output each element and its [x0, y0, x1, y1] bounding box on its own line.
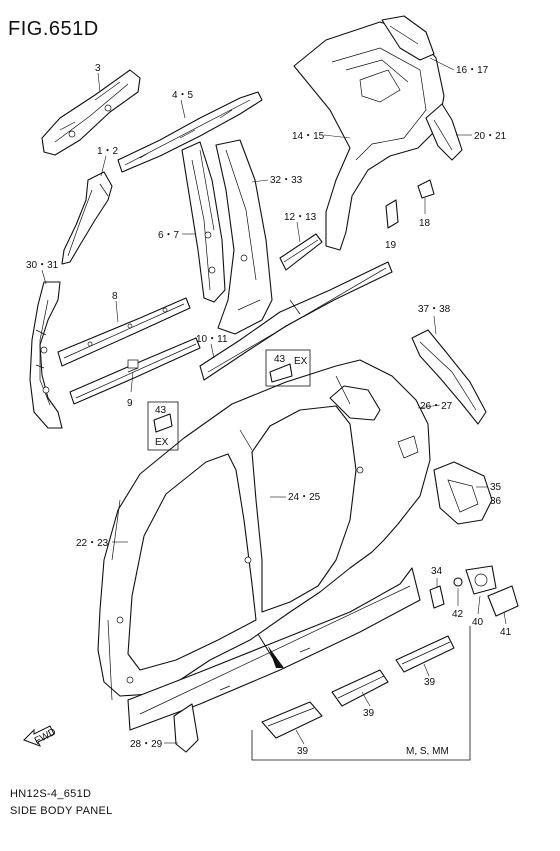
- part-16-17: [381, 15, 435, 61]
- part-30-31: [29, 281, 63, 429]
- callout-41: 41: [500, 627, 512, 638]
- figure-code: HN12S-4_651D: [10, 788, 92, 800]
- part-8: [57, 297, 191, 367]
- part-9: [69, 337, 201, 405]
- callout-36: 36: [490, 496, 502, 507]
- callout-14-15: 14・15: [292, 131, 325, 142]
- part-10-11: [199, 261, 393, 381]
- callout-ex-a: EX: [155, 437, 169, 448]
- callout-39-a: 39: [424, 677, 436, 688]
- callout-1-2: 1・2: [97, 146, 119, 157]
- box-43-ex-a: [147, 401, 179, 451]
- part-32-33: [215, 139, 273, 335]
- part-34: [429, 585, 445, 609]
- part-35: [433, 461, 493, 525]
- variant-label: M, S, MM: [406, 746, 449, 757]
- callout-8: 8: [112, 291, 118, 302]
- callout-28-29: 28・29: [130, 739, 163, 750]
- callout-30-31: 30・31: [26, 260, 59, 271]
- part-37-38: [411, 329, 487, 425]
- part-6-7: [181, 141, 226, 303]
- callout-34: 34: [431, 566, 443, 577]
- callout-20-21: 20・21: [474, 131, 507, 142]
- callout-22-23: 22・23: [76, 538, 109, 549]
- callout-16-17: 16・17: [456, 65, 489, 76]
- callout-6-7: 6・7: [158, 230, 180, 241]
- callout-40: 40: [472, 617, 484, 628]
- variant-box: [251, 626, 471, 761]
- part-20-21: [425, 103, 463, 161]
- part-28-29: [173, 703, 199, 753]
- callout-ex-b: EX: [294, 356, 308, 367]
- part-42: [453, 577, 463, 587]
- side-body-outer-panel: [97, 359, 431, 701]
- callout-43-a: 43: [155, 405, 167, 416]
- figure-description: SIDE BODY PANEL: [10, 805, 113, 817]
- part-3: [41, 69, 141, 156]
- part-1-2: [61, 171, 113, 265]
- part-18: [417, 179, 435, 199]
- part-40: [465, 565, 497, 595]
- callout-3: 3: [95, 63, 101, 74]
- forward-label: FWD: [33, 727, 58, 747]
- callout-4-5: 4・5: [172, 90, 194, 101]
- part-12-13: [279, 233, 323, 271]
- forward-arrow-icon: [23, 725, 55, 747]
- part-4-5: [117, 91, 263, 173]
- callout-10-11: 10・11: [196, 334, 228, 345]
- callout-37-38: 37・38: [418, 304, 451, 315]
- figure-title: FIG.651D: [8, 18, 99, 40]
- part-19: [385, 199, 399, 229]
- callout-9: 9: [127, 398, 133, 409]
- direction-arrow-icon: [257, 633, 284, 668]
- callout-35: 35: [490, 482, 502, 493]
- callout-42: 42: [452, 609, 464, 620]
- callout-19: 19: [385, 240, 397, 251]
- part-41: [487, 585, 519, 617]
- box-43-ex-b: [265, 349, 311, 387]
- callout-12-13: 12・13: [284, 212, 317, 223]
- callout-43-b: 43: [274, 354, 286, 365]
- callout-39-c: 39: [297, 746, 309, 757]
- callout-26-27: 26・27: [420, 401, 453, 412]
- callout-18: 18: [419, 218, 431, 229]
- callout-32-33: 32・33: [270, 175, 303, 186]
- callout-24-25: 24・25: [288, 492, 321, 503]
- callout-39-b: 39: [363, 708, 375, 719]
